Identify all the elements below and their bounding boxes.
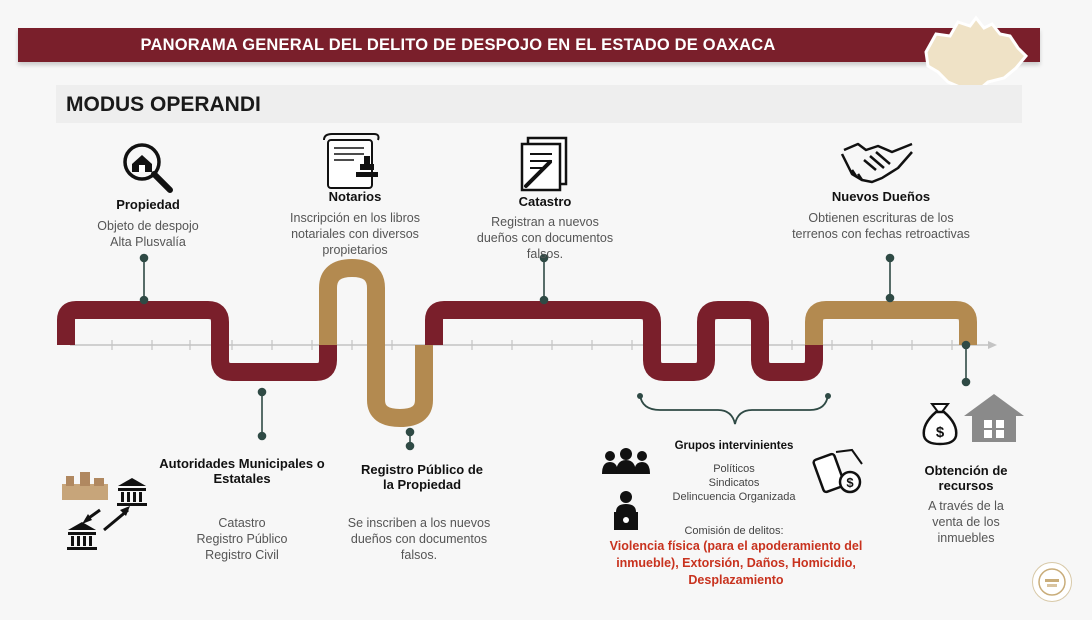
outcome-title: Obtención de recursos xyxy=(924,463,1008,493)
stage-registro-publico-desc: Se inscriben a los nuevos dueños con doc… xyxy=(347,516,491,562)
stage-notarios-title: Notarios xyxy=(328,189,382,204)
oaxaca-map-icon xyxy=(924,15,1029,94)
government-buildings-icon xyxy=(62,472,147,550)
groups-brace xyxy=(639,394,829,425)
crimes-label: Comisión de delitos: xyxy=(684,525,784,537)
stage-nuevos-duenos-title: Nuevos Dueños xyxy=(831,189,931,204)
svg-text:$: $ xyxy=(936,424,945,441)
stage-propiedad-desc: Objeto de despojo Alta Plusvalía xyxy=(97,219,199,249)
subheader-bar: MODUS OPERANDI xyxy=(56,85,1022,123)
header-title: PANORAMA GENERAL DEL DELITO DE DESPOJO E… xyxy=(140,36,776,54)
stage-connectors xyxy=(139,253,971,451)
phone-money-icon: $ xyxy=(812,448,863,494)
groups-list: Políticos Sindicatos Delincuencia Organi… xyxy=(672,463,796,503)
outcome-desc: A través de la venta de los inmuebles xyxy=(928,499,1004,545)
groups-title: Grupos intervinientes xyxy=(674,440,794,452)
house-icon xyxy=(964,394,1024,442)
handshake-icon xyxy=(840,142,913,184)
people-group-icon xyxy=(602,448,650,474)
svg-text:$: $ xyxy=(846,475,854,490)
process-ribbon xyxy=(57,259,977,427)
stage-catastro-desc: Registran a nuevos dueños con documentos… xyxy=(476,215,614,261)
stage-registro-publico-title: Registro Público de la Propiedad xyxy=(360,462,484,492)
stage-autoridades-desc: Catastro Registro Público Registro Civil xyxy=(196,516,288,562)
speaker-podium-icon xyxy=(614,491,638,530)
timeline-arrow xyxy=(988,341,997,349)
stage-catastro-title: Catastro xyxy=(518,194,572,209)
crimes-list: Violencia física (para el apoderamiento … xyxy=(609,539,863,587)
stage-propiedad-title: Propiedad xyxy=(116,197,180,212)
house-search-icon xyxy=(123,143,173,193)
section-title: MODUS OPERANDI xyxy=(66,93,261,116)
notary-scroll-icon xyxy=(323,133,380,189)
money-bag-icon: $ xyxy=(922,403,958,446)
stage-autoridades-title: Autoridades Municipales o Estatales xyxy=(159,456,325,486)
stage-notarios-desc: Inscripción en los libros notariales con… xyxy=(290,211,420,257)
institution-seal-logo xyxy=(1032,562,1072,602)
header-banner: PANORAMA GENERAL DEL DELITO DE DESPOJO E… xyxy=(18,28,1040,62)
document-pen-icon xyxy=(520,136,568,192)
stage-nuevos-duenos-desc: Obtienen escrituras de los terrenos con … xyxy=(792,211,970,241)
